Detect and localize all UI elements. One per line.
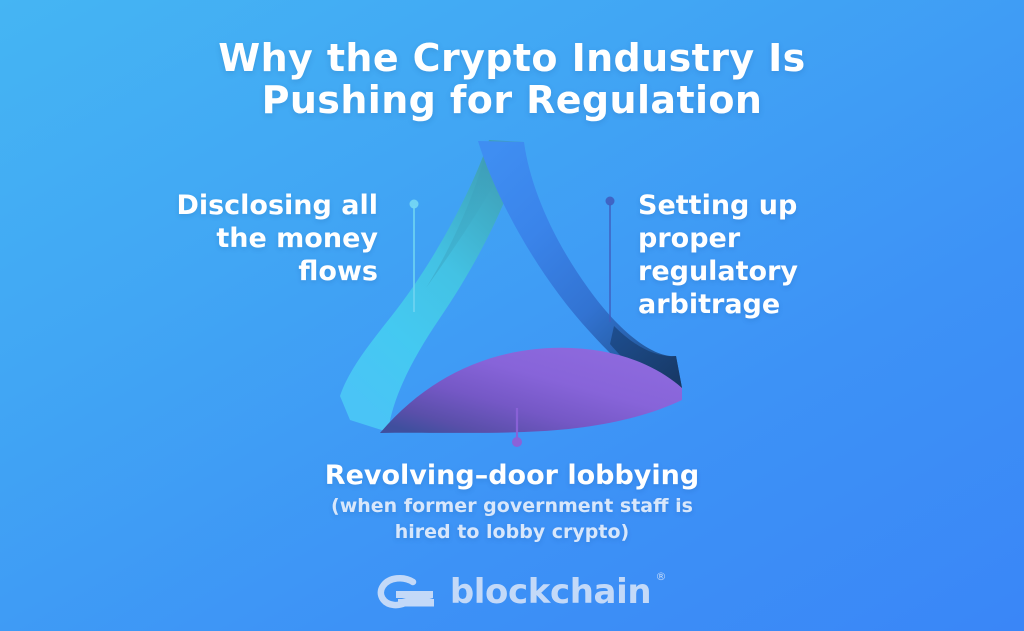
callout-right-line-4: arbitrage [638, 288, 781, 320]
ribbon-fold-shadow [610, 326, 682, 389]
callout-left-line-3: flows [298, 255, 378, 287]
callout-bottom-subtext-line-1: (when former government staff is [331, 494, 693, 517]
brand-logo-text: blockchain [449, 572, 652, 612]
page-title: Why the Crypto Industry Is Pushing for R… [0, 36, 1024, 122]
callout-bottom-heading: Revolving–door lobbying [324, 460, 700, 491]
page-title-line-2: Pushing for Regulation [261, 77, 763, 122]
callout-right-line-1: Setting up [638, 190, 798, 221]
callout-bottom-subtext-line-2: hired to lobby crypto) [394, 521, 630, 544]
registered-trademark-icon: ® [655, 570, 667, 583]
brand-logo-wordmark: blockchain ® [449, 571, 667, 612]
callout-left-line-2: the money [216, 222, 378, 254]
connector-bottom [512, 408, 522, 447]
brand-logo: blockchain ® [0, 571, 1024, 612]
callout-left-line-1: Disclosing all [176, 190, 378, 221]
page-title-line-1: Why the Crypto Industry Is [218, 36, 806, 80]
connector-left [409, 199, 419, 312]
callout-left: Disclosing all the money flows [96, 190, 378, 289]
ribbon-band-purple [380, 347, 682, 433]
ez-monogram-icon [377, 575, 434, 609]
callout-right-line-2: proper [638, 222, 741, 254]
callout-right-line-3: regulatory [638, 255, 799, 287]
connector-right [605, 196, 615, 322]
callout-right: Setting up proper regulatory arbitrage [638, 190, 938, 322]
callout-bottom: Revolving–door lobbying (when former gov… [212, 460, 812, 544]
